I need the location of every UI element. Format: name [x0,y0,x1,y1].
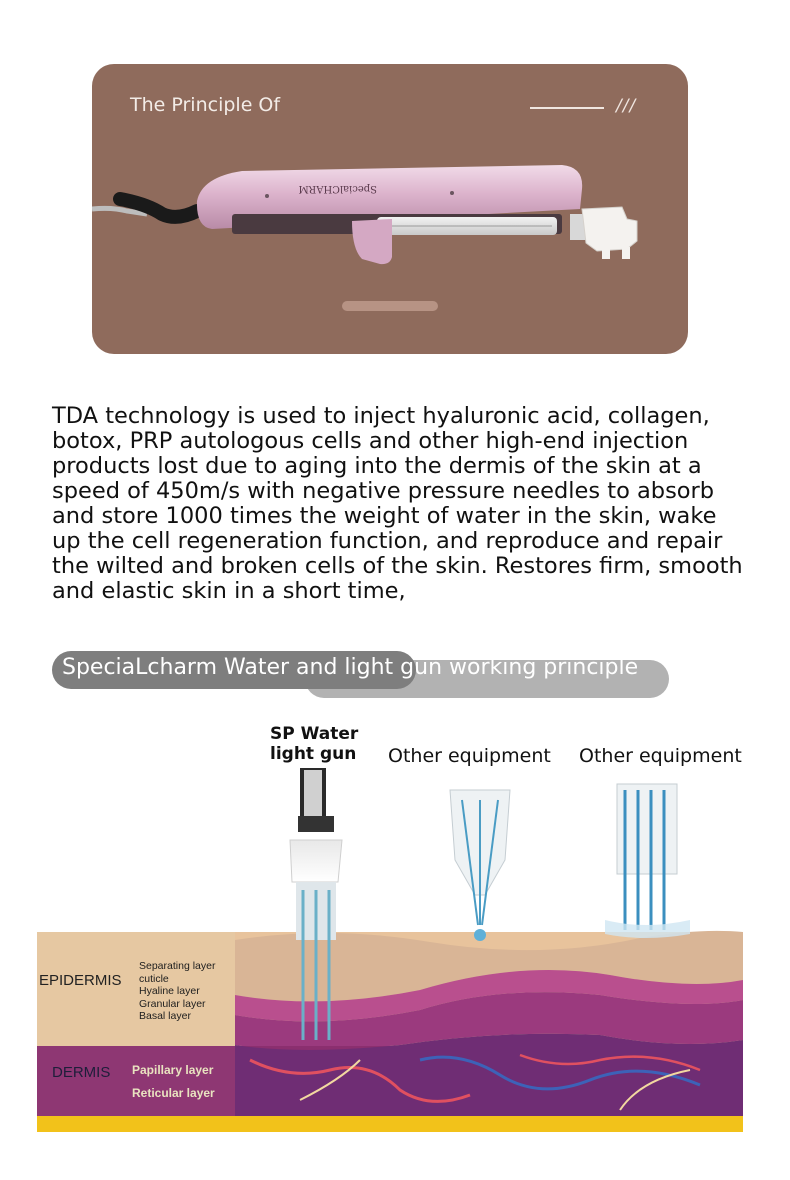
card-title: The Principle Of [130,94,281,116]
epidermis-layer-list: Separating layer cuticle Hyaline layer G… [139,960,215,1023]
epidermis-layer-name: Basal layer [139,1010,191,1022]
epidermis-label: EPIDERMIS [39,972,122,989]
epidermis-layer-name: Separating layer [139,960,216,972]
other-equipment-1 [449,789,511,941]
other-equipment-label-1: Other equipment [388,745,551,767]
other-equipment-2 [605,783,690,938]
banner-pill [52,651,416,689]
principle-card: The Principle Of /// SpecialCHARM [92,64,688,354]
description-text: TDA technology is used to inject hyaluro… [52,403,743,604]
sp-gun-label-line2: light gun [270,744,357,764]
epidermis-layer-name: Granular layer [139,997,206,1010]
dermis-layer-list: Papillary layer Reticular layer [132,1059,215,1105]
decorative-line [530,107,604,109]
other-equipment-label-2: Other equipment [579,745,742,767]
epidermis-layer-name: Hyaline layer [139,985,200,997]
epidermis-layer-name: cuticle [139,972,169,985]
sp-gun-label-line1: SP Water [270,724,359,744]
carousel-indicator [342,301,438,311]
dermis-layer-name: Papillary layer [132,1063,214,1077]
dermis-label: DERMIS [52,1064,111,1081]
dermis-layer-name: Reticular layer [132,1086,215,1100]
sp-water-light-gun [289,768,343,1040]
section-heading: SpeciaLcharm Water and light gun working… [62,655,639,680]
skin-injection-diagram [37,768,743,1132]
sp-gun-label: SP Water light gun [270,724,358,764]
svg-text:SpecialCHARM: SpecialCHARM [299,183,378,194]
decorative-slashes: /// [616,96,637,116]
water-light-gun-device-image: SpecialCHARM [92,165,638,265]
